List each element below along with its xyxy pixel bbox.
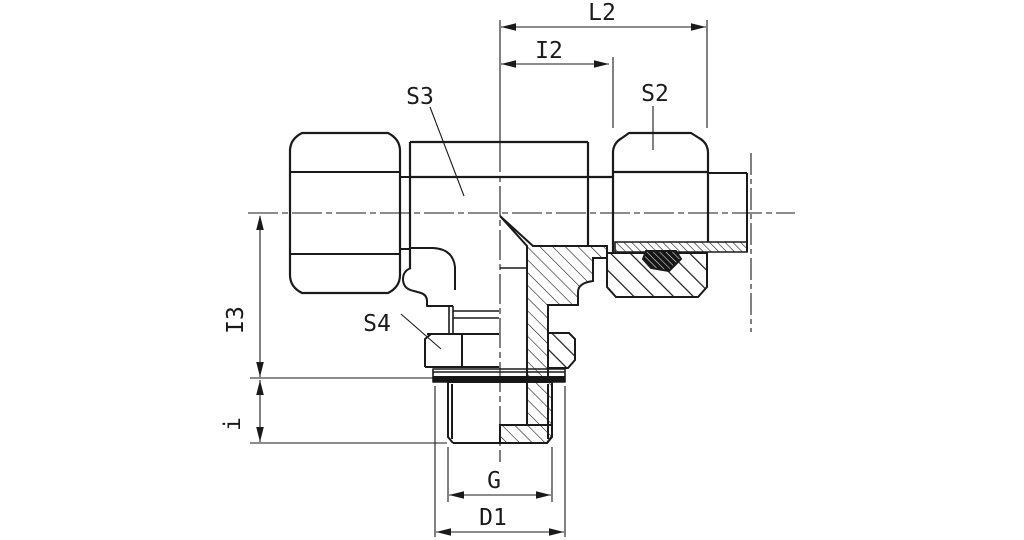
label-s4: S4 xyxy=(363,311,391,337)
label-g: G xyxy=(487,468,501,494)
arrow-i-top xyxy=(256,380,264,395)
arrow-i2-right xyxy=(594,60,609,68)
arrow-d1-left xyxy=(436,528,451,536)
dimension-labels: L2 I2 S2 S3 S4 I3 i G D1 xyxy=(220,0,669,531)
label-i3: I3 xyxy=(223,306,249,334)
label-l2: L2 xyxy=(588,0,616,26)
left-neck xyxy=(400,176,410,250)
arrow-g-right xyxy=(536,491,551,499)
arrow-g-left xyxy=(449,491,464,499)
body-section-hatch xyxy=(499,215,608,426)
label-i: i xyxy=(220,417,246,431)
right-coupling-nut xyxy=(611,131,710,253)
fitting-body xyxy=(408,140,613,268)
tube-outline xyxy=(708,172,748,252)
left-nut-hex-flats xyxy=(291,171,399,255)
centerlines xyxy=(248,142,795,462)
leader-s4 xyxy=(400,313,442,350)
label-s3: S3 xyxy=(406,84,434,110)
arrow-i2-left xyxy=(501,60,516,68)
stud-neck xyxy=(448,306,499,333)
arrow-i3-top xyxy=(256,215,264,230)
label-s2: S2 xyxy=(641,81,669,107)
cutting-ring-section xyxy=(641,250,683,273)
locknut-s4 xyxy=(424,333,499,368)
arrow-i3-bottom xyxy=(256,362,264,377)
body-lower-step xyxy=(402,267,453,307)
tube-wall-section-hatch xyxy=(614,241,748,253)
locknut-s4-section-hatch xyxy=(547,332,576,369)
soft-seal-band xyxy=(433,376,565,382)
section-parts xyxy=(499,215,748,444)
arrow-d1-right xyxy=(549,528,564,536)
stud-end-section-hatch xyxy=(499,424,553,444)
label-i2: I2 xyxy=(535,38,563,64)
ext-lines-g xyxy=(447,447,553,502)
label-d1: D1 xyxy=(479,505,507,531)
body-leg-fillet xyxy=(411,247,456,290)
arrow-l2-right xyxy=(691,23,706,31)
arrow-i-bottom xyxy=(256,427,264,442)
nut-s2-section-hatch xyxy=(606,252,708,298)
left-coupling-nut xyxy=(288,131,402,295)
arrow-l2-left xyxy=(501,23,516,31)
dimension-arrowheads xyxy=(256,23,706,536)
leader-s3 xyxy=(429,106,465,197)
ext-lines-d1 xyxy=(434,386,566,537)
